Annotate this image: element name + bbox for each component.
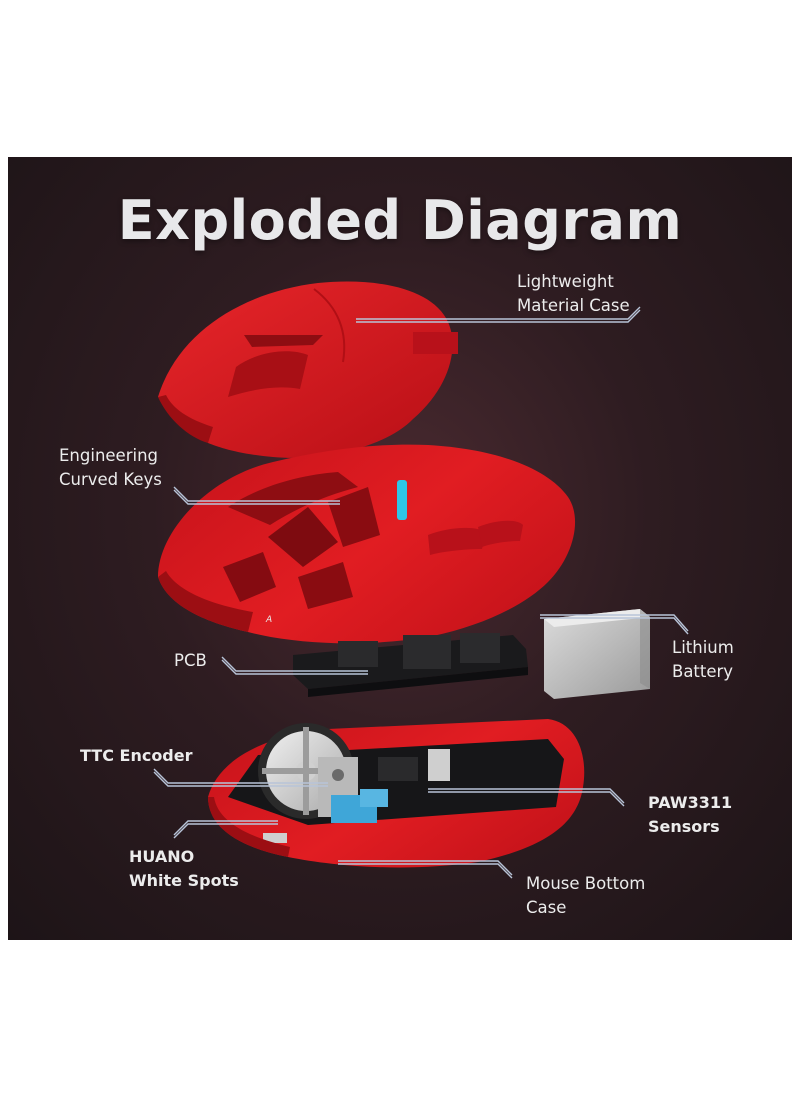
label-mouse-bottom-case: Mouse Bottom Case bbox=[526, 872, 645, 920]
label-line: Case bbox=[526, 898, 567, 917]
diagram-panel: A bbox=[8, 157, 792, 940]
label-line: PAW3311 bbox=[648, 793, 733, 812]
label-line: Sensors bbox=[648, 817, 720, 836]
pcb-board bbox=[293, 633, 528, 697]
mouse-bottom-case bbox=[208, 719, 585, 868]
label-ttc-encoder: TTC Encoder bbox=[80, 746, 193, 765]
exploded-mouse-illustration: A bbox=[153, 281, 689, 879]
lithium-battery bbox=[544, 609, 650, 699]
leader-lines bbox=[153, 306, 689, 879]
label-line: Mouse Bottom bbox=[526, 874, 646, 893]
label-pcb: PCB bbox=[174, 651, 207, 670]
label-lightweight-case: Lightweight Material Case bbox=[517, 270, 630, 318]
label-line: Curved Keys bbox=[59, 470, 162, 489]
label-curved-keys: Engineering Curved Keys bbox=[59, 444, 162, 492]
label-line: Lithium bbox=[672, 638, 734, 657]
label-huano: HUANO White Spots bbox=[129, 845, 239, 893]
label-lithium-battery: Lithium Battery bbox=[672, 636, 734, 684]
label-line: Battery bbox=[672, 662, 734, 681]
label-line: Lightweight bbox=[517, 272, 614, 291]
diagram-title: Exploded Diagram bbox=[117, 189, 683, 252]
label-line: Material Case bbox=[517, 296, 630, 315]
svg-text:A: A bbox=[265, 615, 272, 625]
label-paw-sensors: PAW3311 Sensors bbox=[648, 791, 732, 839]
top-shell-case bbox=[158, 281, 458, 458]
mouse-body-frame: A bbox=[158, 444, 576, 644]
label-line: HUANO bbox=[129, 847, 195, 866]
label-line: Engineering bbox=[59, 446, 158, 465]
label-line: White Spots bbox=[129, 871, 239, 890]
